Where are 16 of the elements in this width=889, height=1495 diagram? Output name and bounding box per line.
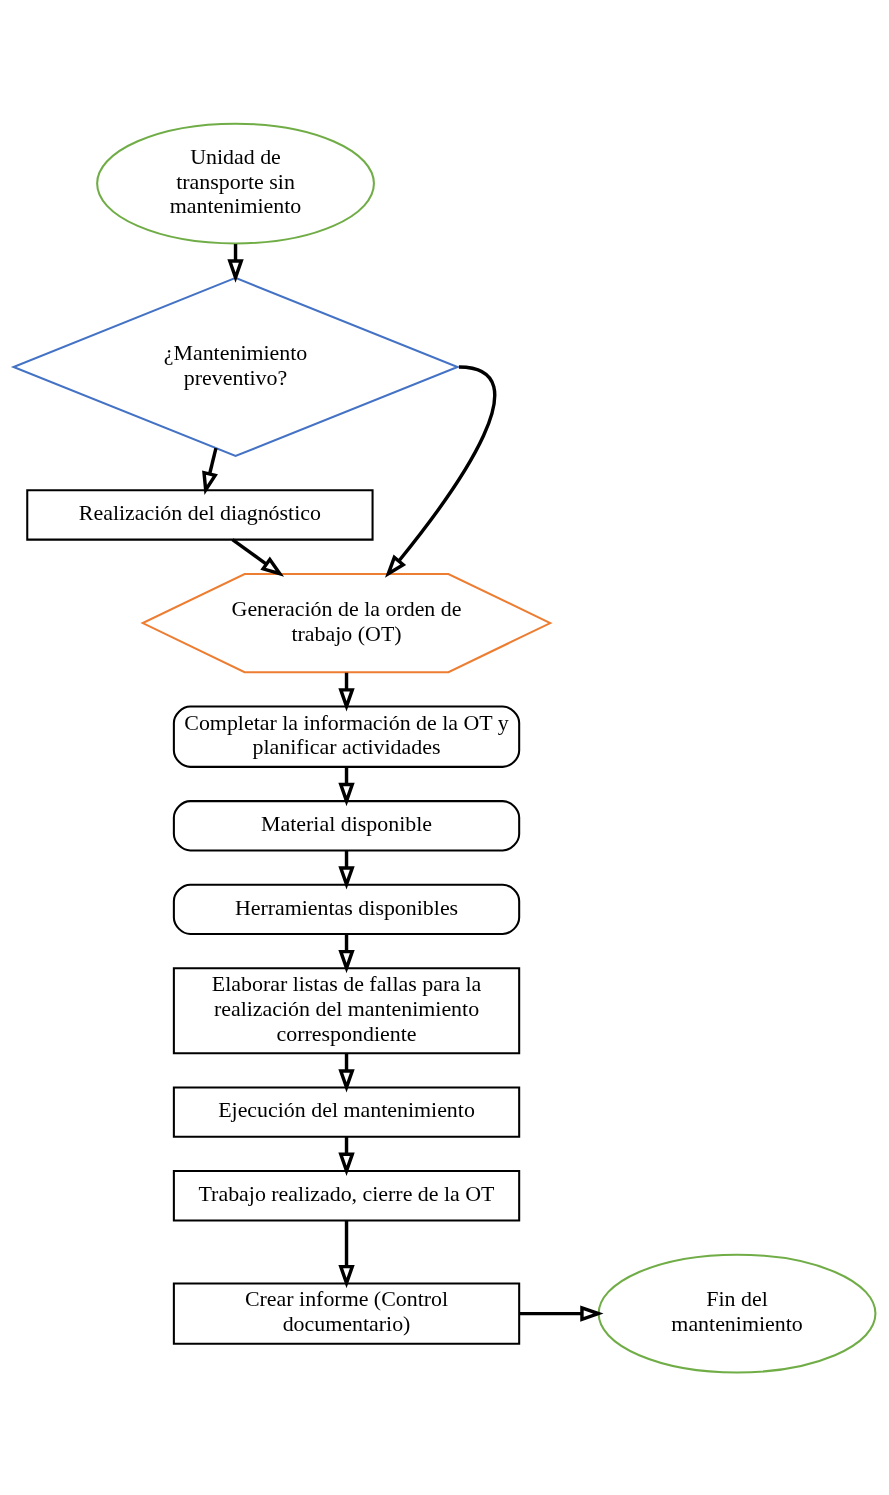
node-box: Crear informe (Control documentario) (172, 1281, 521, 1345)
node-box: Material disponible (172, 799, 521, 851)
arrow (202, 447, 218, 495)
node-box: Herramientas disponibles (172, 883, 521, 935)
node-diamond: ¿Mantenimiento preventivo? (10, 276, 461, 457)
arrow (385, 364, 497, 578)
arrow (231, 537, 285, 577)
node-box: Trabajo realizado, cierre de la OT (172, 1169, 521, 1221)
arrow (338, 1220, 355, 1288)
node-box: Elaborar listas de fallas para la realización del mantenimiento correspondiente (172, 966, 521, 1054)
node-ellipse: Unidad de transporte sin mantenimiento (96, 122, 375, 244)
node-box: Ejecución del mantenimiento (172, 1085, 521, 1138)
node-ellipse: Fin del mantenimiento (597, 1253, 877, 1374)
node-box: Completar la información de la OT y planificar actividades (172, 705, 521, 768)
node-box: Realización del diagnóstico (26, 488, 374, 541)
arrow (519, 1304, 604, 1322)
